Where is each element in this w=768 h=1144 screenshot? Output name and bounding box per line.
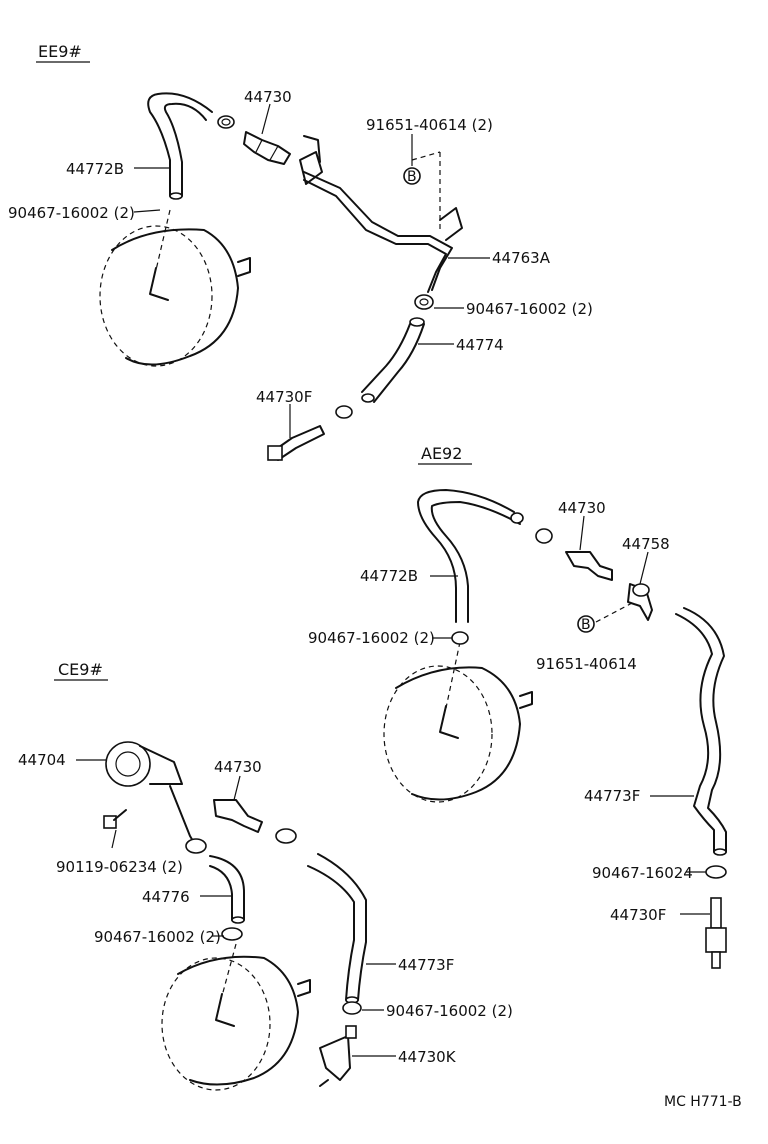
check-valve-44730-ee9 (243, 131, 291, 165)
clamp-ee9-top (217, 115, 235, 129)
valve-44730f-ee9 (267, 425, 325, 461)
pipe-44763a-ee9 (299, 135, 463, 293)
brake-booster-ee9 (99, 209, 251, 367)
section-title-ce9: CE9# (58, 660, 103, 679)
leader-b2 (595, 601, 635, 623)
label-ce9-44776: 44776 (142, 888, 190, 906)
clamp-ae92-bottom (705, 865, 727, 879)
label-ae92-44772b: 44772B (360, 567, 418, 585)
label-ee9-44772b: 44772B (66, 160, 124, 178)
hose-44772b-ee9 (147, 92, 213, 200)
label-ce9-44773f: 44773F (398, 956, 454, 974)
hose-44773f-ae92 (675, 607, 727, 856)
label-ee9-44774: 44774 (456, 336, 504, 354)
clamp-ae92-top (535, 528, 553, 544)
leader-lines (76, 103, 710, 1057)
reference-code: MC H771-B (664, 1094, 742, 1110)
label-ee9-44730: 44730 (244, 88, 292, 106)
svg-text:B: B (581, 617, 591, 633)
valve-44730k-ce9 (319, 1025, 357, 1087)
svg-text:B: B (407, 169, 417, 185)
label-ee9-44730f: 44730F (256, 388, 312, 406)
valve-44730f-ae92 (705, 897, 727, 969)
check-valve-44730-ae92 (565, 551, 613, 581)
hose-44774-ee9 (361, 317, 425, 403)
label-ae92-44773f: 44773F (584, 787, 640, 805)
label-ae92-44730f: 44730F (610, 906, 666, 924)
label-ce9-90467-a: 90467-16002 (2) (94, 928, 221, 946)
brake-booster-ce9 (161, 943, 311, 1091)
clamp-ee9-mid (414, 294, 434, 310)
clamp-ce9-pump (185, 838, 207, 854)
hose-44776-ce9 (209, 855, 245, 924)
label-ae92-90467: 90467-16002 (2) (308, 629, 435, 647)
label-ce9-90119: 90119-06234 (2) (56, 858, 183, 876)
label-ae92-44758: 44758 (622, 535, 670, 553)
section-title-ee9: EE9# (38, 42, 82, 61)
marker-b-ae92: B (577, 615, 595, 633)
clamp-ce9-mid (275, 828, 297, 844)
leader-b1 (411, 151, 441, 161)
bracket-44758-ae92 (627, 583, 653, 621)
clamp-ce9-hose (221, 927, 243, 941)
label-ae92-90467-16024: 90467-16024 (592, 864, 693, 882)
label-ae92-44730: 44730 (558, 499, 606, 517)
label-ee9-44763a: 44763A (492, 249, 551, 267)
section-title-ae92: AE92 (421, 444, 462, 463)
label-ee9-91651: 91651-40614 (2) (366, 116, 493, 134)
clamp-ce9-bottom (342, 1001, 362, 1015)
hose-44772b-ae92 (417, 489, 524, 623)
check-valve-44730-ce9 (213, 799, 263, 833)
label-ee9-90467-a: 90467-16002 (2) (8, 204, 135, 222)
label-ce9-90467-b: 90467-16002 (2) (386, 1002, 513, 1020)
marker-b-ee9: B (403, 167, 421, 185)
label-ee9-90467-b: 90467-16002 (2) (466, 300, 593, 318)
label-ae92-91651: 91651-40614 (536, 655, 637, 673)
pump-44704-ce9 (105, 741, 197, 847)
brake-booster-ae92 (383, 631, 533, 803)
label-ce9-44730k: 44730K (398, 1048, 457, 1066)
label-ce9-44730: 44730 (214, 758, 262, 776)
label-ce9-44704: 44704 (18, 751, 66, 769)
bolt-90119-ce9 (103, 809, 127, 829)
hose-44773f-ce9 (307, 853, 367, 1004)
clamp-ee9-bottom (335, 405, 353, 419)
